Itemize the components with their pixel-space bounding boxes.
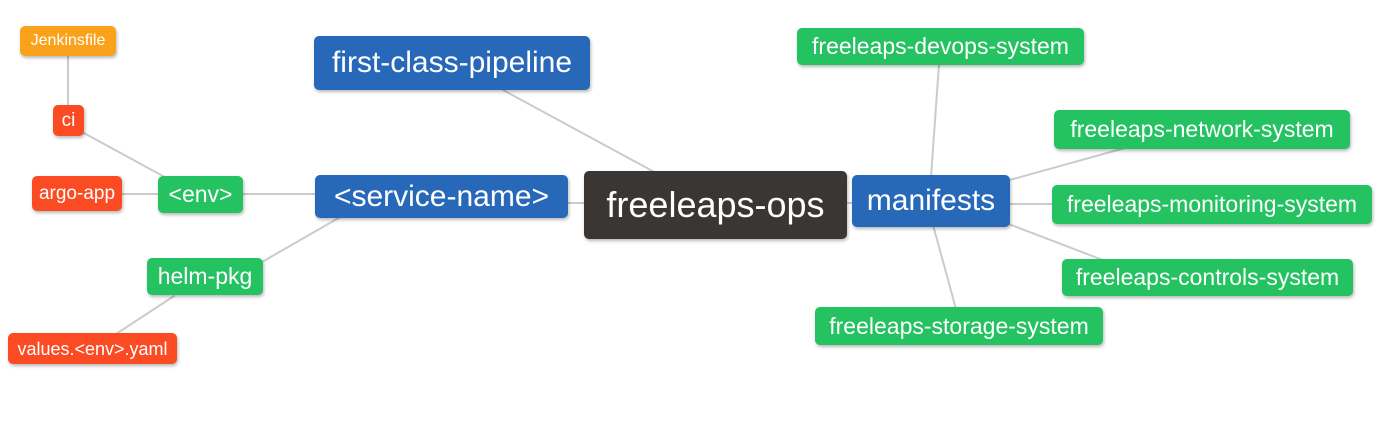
node-monitoring-system[interactable]: freeleaps-monitoring-system (1052, 185, 1372, 224)
edge-helm-pkg-service-name (261, 215, 343, 263)
node-helm-pkg[interactable]: helm-pkg (147, 258, 263, 295)
edge-pipeline-root (502, 89, 659, 175)
edge-manifests-controls (1005, 222, 1109, 263)
edge-values-helm-pkg (115, 295, 175, 335)
node-ci[interactable]: ci (53, 105, 84, 136)
node-env[interactable]: <env> (158, 176, 243, 213)
node-controls-system[interactable]: freeleaps-controls-system (1062, 259, 1353, 296)
node-freeleaps-ops-root[interactable]: freeleaps-ops (584, 171, 847, 239)
edge-manifests-storage (932, 224, 957, 310)
node-first-class-pipeline[interactable]: first-class-pipeline (314, 36, 590, 90)
node-manifests[interactable]: manifests (852, 175, 1010, 227)
node-devops-system[interactable]: freeleaps-devops-system (797, 28, 1084, 65)
node-network-system[interactable]: freeleaps-network-system (1054, 110, 1350, 149)
edge-manifests-network (1005, 147, 1126, 182)
node-argo-app[interactable]: argo-app (32, 176, 122, 211)
node-service-name[interactable]: <service-name> (315, 175, 568, 218)
edge-manifests-devops (930, 63, 940, 178)
node-values-env-yaml[interactable]: values.<env>.yaml (8, 333, 177, 364)
node-storage-system[interactable]: freeleaps-storage-system (815, 307, 1103, 345)
node-jenkinsfile[interactable]: Jenkinsfile (20, 26, 116, 56)
edge-ci-env (81, 131, 173, 182)
